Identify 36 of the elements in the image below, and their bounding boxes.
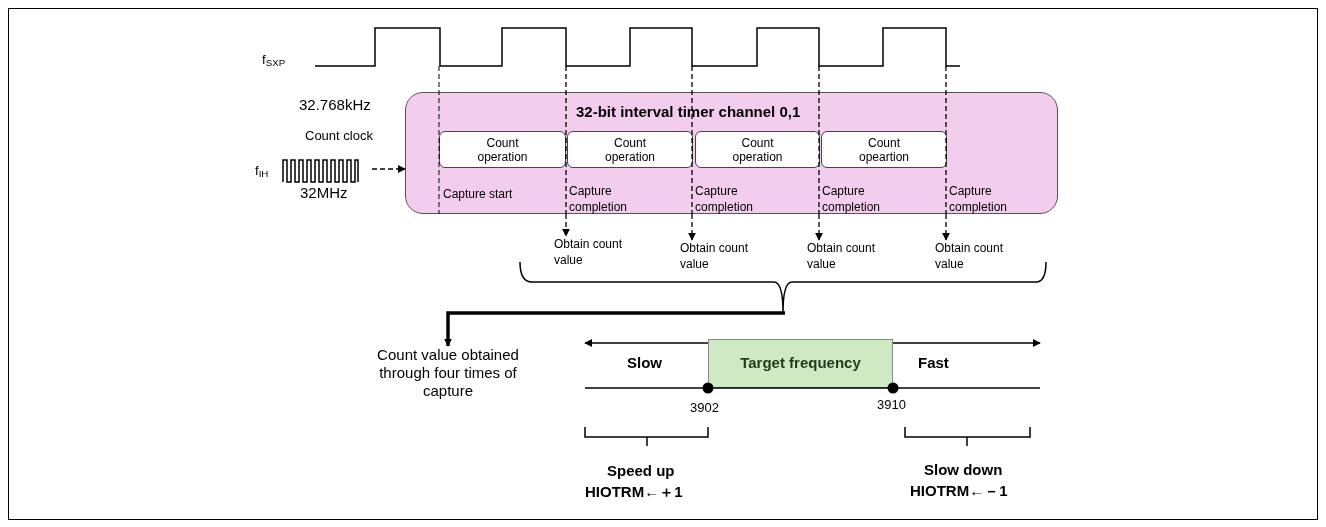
signal-name: f$_{SXP}$: [262, 52, 286, 68]
event-label: Capture completion: [949, 183, 1009, 215]
dashed-arrow: [371, 165, 406, 173]
threshold-value: 3910: [877, 397, 906, 413]
result-text: Count value obtained through four times of capture: [362, 346, 534, 436]
dashed-arrow: [688, 213, 696, 241]
obtain-value-text: Obtain count value: [807, 240, 885, 274]
count-operation-box: Count operation: [567, 131, 693, 168]
obtain-value-text: Obtain count value: [554, 236, 632, 270]
action-label: Slow down: [924, 462, 1003, 478]
target-range-box: Target frequency: [708, 339, 893, 388]
event-label: Capture completion: [822, 183, 882, 215]
obtain-value-text: Obtain count value: [680, 240, 758, 274]
event-label: Capture start: [443, 186, 513, 202]
range-label: Fast: [918, 355, 949, 371]
arrow: [444, 311, 785, 347]
dashed-arrow: [815, 213, 823, 241]
band-title: 32-bit interval timer channel 0,1: [576, 102, 801, 122]
frequency-label: 32MHz: [300, 185, 348, 201]
frequency-label: 32.768kHz: [299, 97, 371, 113]
signal-name: f$_{IH}$: [255, 163, 269, 179]
event-label: Capture completion: [569, 183, 629, 215]
clock-label: Count clock: [305, 128, 373, 144]
range-label: Slow: [627, 355, 662, 371]
event-label: Capture completion: [695, 183, 755, 215]
dashed-arrow: [562, 213, 570, 237]
timer-channel-band: [405, 92, 1058, 214]
count-operation-box: Count operation: [439, 131, 566, 168]
obtain-value-text: Obtain count value: [935, 240, 1013, 274]
register-update: HIOTRM←－1: [910, 483, 1008, 499]
count-operation-box: Count operation: [695, 131, 820, 168]
action-label: Speed up: [607, 463, 675, 479]
dashed-arrow: [942, 213, 950, 241]
register-update: HIOTRM←＋1: [585, 484, 683, 500]
count-operation-box: Count opeartion: [821, 131, 947, 168]
threshold-value: 3902: [690, 400, 719, 416]
